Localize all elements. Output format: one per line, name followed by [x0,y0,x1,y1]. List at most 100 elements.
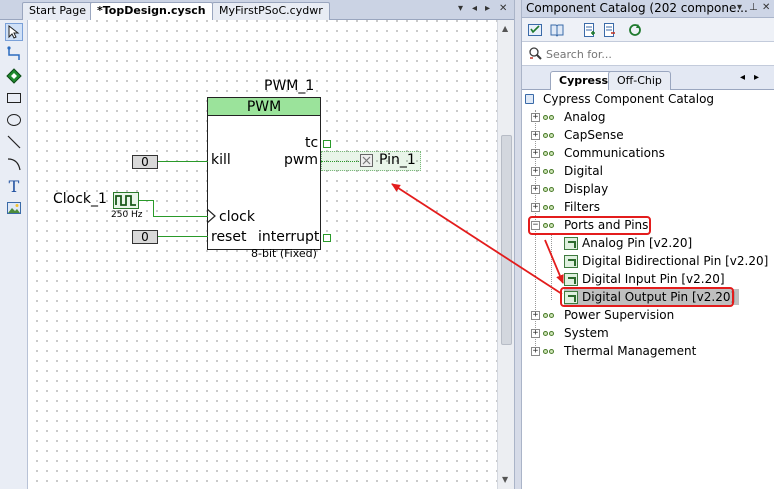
constant-kill[interactable]: 0 [132,155,158,169]
line-icon[interactable] [5,133,23,151]
pin-x-icon [362,156,371,165]
scrollbar-thumb[interactable] [501,135,512,345]
catalog-toolbar [522,18,774,42]
rectangle-icon[interactable] [5,89,23,107]
tab-off-chip[interactable]: Off-Chip [608,71,671,90]
pwm-header: PWM [208,98,320,116]
expand-icon[interactable]: + [531,129,540,140]
catalog-view-icon[interactable] [526,21,544,39]
add-item-icon[interactable] [580,21,598,39]
folder-icon [543,112,560,123]
wire-clock-a [139,200,154,201]
document-tab-bar: Start Page *TopDesign.cysch MyFirstPSoC.… [0,0,514,21]
wire-icon[interactable] [5,45,23,63]
port-reset-label: reset [211,229,247,245]
pin-instance-name: Pin_1 [379,152,416,168]
remove-item-icon[interactable] [600,21,618,39]
catalog-tab-strip: Cypress Off-Chip ◂ ▸ [522,68,774,91]
pin-component[interactable] [360,154,373,167]
tab-scroll-left-icon[interactable]: ◂ [472,3,478,14]
tab-cypress[interactable]: Cypress [550,71,618,91]
tree-folder-display[interactable]: + Display [531,182,609,196]
tree-folder-digital[interactable]: + Digital [531,164,603,178]
tab-myfirstpsoc-cydwr[interactable]: MyFirstPSoC.cydwr [212,2,330,20]
folder-icon [543,130,560,141]
tree-folder-system[interactable]: + System [531,326,609,340]
tree-folder-filters[interactable]: + Filters [531,200,600,214]
ellipse-icon[interactable] [5,111,23,129]
arc-icon[interactable] [5,155,23,173]
scroll-down-icon[interactable]: ▼ [502,475,509,484]
port-clock-label: clock [219,209,255,225]
expand-icon[interactable]: + [531,327,540,338]
book-icon[interactable] [548,21,566,39]
expand-icon[interactable]: + [531,111,540,122]
constant-reset[interactable]: 0 [132,230,158,244]
annotation-highlight-ports-and-pins [528,216,651,235]
expand-icon[interactable]: + [531,345,540,356]
folder-icon [543,184,560,195]
schematic-canvas[interactable]: PWM_1 PWM kill clock reset tc pwm interr… [29,20,497,489]
tree-folder-power-supervision[interactable]: + Power Supervision [531,308,675,322]
text-icon[interactable]: T [8,176,20,196]
expand-icon[interactable]: + [531,183,540,194]
close-document-icon[interactable]: ✕ [499,3,508,14]
component-icon[interactable] [5,67,23,85]
pointer-icon[interactable] [5,23,23,41]
panel-menu-icon[interactable]: ▾ [737,2,743,13]
tab-list-dropdown-icon[interactable]: ▾ [458,3,464,14]
catalog-search-input[interactable] [546,45,768,63]
tree-item-digital-bidirectional-pin[interactable]: Digital Bidirectional Pin [v2.20] [564,253,768,269]
square-wave-icon [115,195,136,206]
tab-scroll-right-icon[interactable]: ▸ [485,3,491,14]
tree-folder-analog[interactable]: + Analog [531,110,606,124]
tree-folder-thermal-management[interactable]: + Thermal Management [531,344,697,358]
tree-folder-capsense[interactable]: + CapSense [531,128,624,142]
catalog-root-icon [525,94,539,105]
tree-folder-communications[interactable]: + Communications [531,146,665,160]
pwm-component[interactable]: PWM [207,97,321,250]
tree-item-analog-pin[interactable]: Analog Pin [v2.20] [564,235,692,251]
port-kill-label: kill [211,152,231,168]
catalog-tree: Cypress Component Catalog + Analog + Cap… [522,90,774,489]
tree-item-digital-input-pin[interactable]: Digital Input Pin [v2.20] [564,271,725,287]
catalog-title: Component Catalog (202 compone... [522,0,774,18]
port-pwm-label: pwm [284,152,318,168]
clock-component[interactable] [113,192,139,209]
expand-icon[interactable]: + [531,147,540,158]
tree-root[interactable]: Cypress Component Catalog [525,91,714,107]
wire-reset [158,236,208,237]
catalog-search-row [522,42,774,66]
clock-instance-name: Clock_1 [53,191,107,207]
refresh-icon[interactable] [626,21,644,39]
schematic-toolbox: T [0,20,28,489]
pin-panel-icon[interactable]: ⊥ [749,2,758,13]
collapse-icon[interactable]: − [531,219,540,230]
tree-item-digital-output-pin[interactable]: Digital Output Pin [v2.20] [564,289,740,305]
annotation-highlight-digital-output-pin [560,287,734,307]
expand-icon[interactable]: + [531,309,540,320]
scroll-up-icon[interactable]: ▲ [502,24,509,33]
search-icon [529,47,542,60]
tab-start-page[interactable]: Start Page [22,2,93,20]
folder-icon [543,346,560,357]
folder-icon [543,166,560,177]
folder-icon [543,148,560,159]
close-panel-icon[interactable]: ✕ [762,2,771,13]
interrupt-port-terminal [323,234,331,242]
panel-splitter[interactable] [514,0,522,489]
image-icon[interactable] [5,199,23,217]
pwm-config-label: 8-bit (Fixed) [251,247,317,260]
expand-icon[interactable]: + [531,201,540,212]
folder-icon [543,220,560,231]
expand-icon[interactable]: + [531,165,540,176]
component-icon [564,254,578,268]
tab-topdesign[interactable]: *TopDesign.cysch [90,2,213,21]
canvas-vertical-scrollbar[interactable]: ▲ ▼ [497,20,514,489]
clock-input-triangle [207,208,216,224]
component-icon [564,236,578,250]
tree-folder-ports-and-pins[interactable]: − Ports and Pins [531,218,649,232]
catalog-tab-scroll-right-icon[interactable]: ▸ [754,72,760,83]
catalog-tab-scroll-left-icon[interactable]: ◂ [740,72,746,83]
